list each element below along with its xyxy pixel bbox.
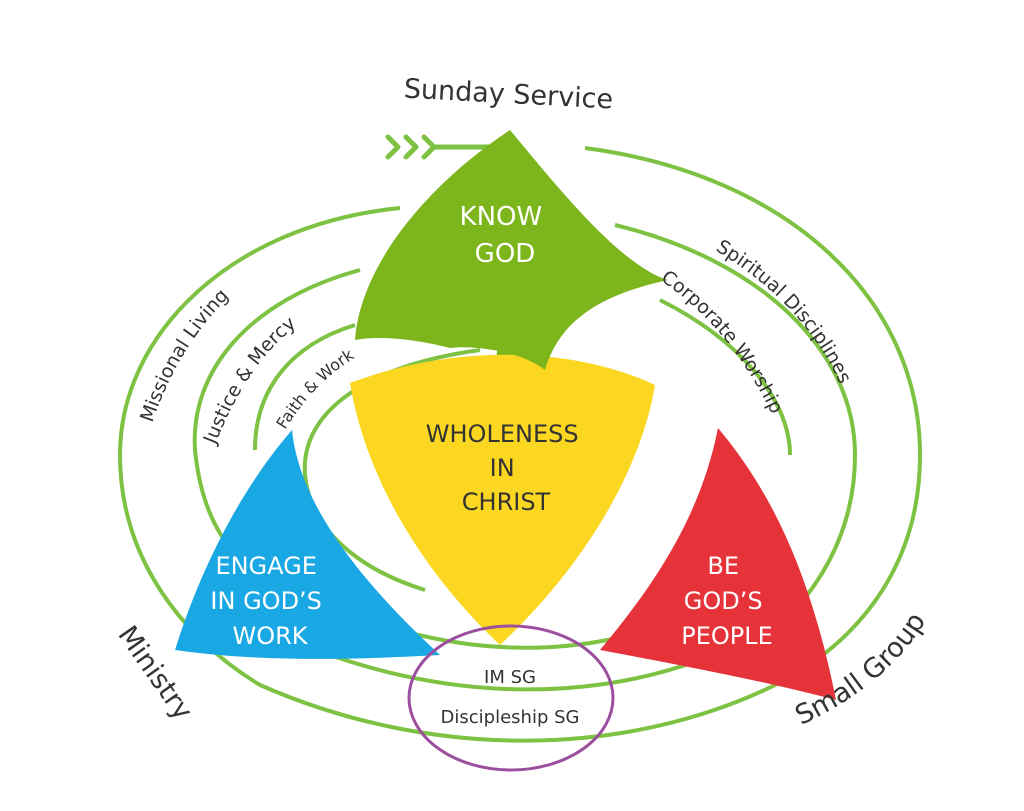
- ring-outer-top: [584, 146, 923, 682]
- know-god-text: KNOW GOD: [460, 202, 551, 269]
- engage-line-2: IN GOD’S: [210, 587, 322, 615]
- engage-text: ENGAGE IN GOD’S WORK: [210, 552, 329, 650]
- ring-second-right: [614, 223, 858, 612]
- ring-label-faith: Faith & Work: [272, 345, 357, 433]
- ring-bottom-inner: [399, 628, 631, 650]
- ring-third-right: [659, 298, 792, 456]
- wholeness-line-3: CHRIST: [462, 488, 551, 516]
- be-people-line-2: GOD’S: [684, 587, 763, 615]
- engage-line-1: ENGAGE: [215, 552, 316, 580]
- segment-wholeness: [350, 354, 655, 645]
- ring-bottom-mid: [329, 653, 701, 692]
- ring-label-im-sg: IM SG: [484, 667, 536, 688]
- ring-second-left: [192, 268, 361, 557]
- label-sunday-service: Sunday Service: [403, 74, 614, 116]
- chevrons-icon: [385, 134, 498, 160]
- engage-line-3: WORK: [232, 622, 308, 650]
- ring-label-discipleship-sg: Discipleship SG: [441, 707, 580, 728]
- highlight-circle: [407, 624, 615, 772]
- wholeness-line-2: IN: [490, 454, 515, 482]
- know-god-line-2: GOD: [475, 239, 536, 269]
- wholeness-line-1: WHOLENESS: [426, 420, 579, 448]
- be-people-line-1: BE: [707, 552, 739, 580]
- ring-third-left: [253, 323, 356, 451]
- segment-engage: [175, 430, 440, 659]
- be-people-line-3: PEOPLE: [681, 622, 773, 650]
- wholeness-text: WHOLENESS IN CHRIST: [426, 420, 586, 516]
- be-people-text: BE GOD’S PEOPLE: [681, 552, 773, 650]
- know-god-line-1: KNOW: [460, 202, 543, 232]
- ring-bottom-outer: [259, 678, 786, 743]
- ring-label-faith-path: Faith & Work: [272, 345, 357, 433]
- segment-be-people: [600, 428, 836, 700]
- segment-know-god: [355, 130, 668, 370]
